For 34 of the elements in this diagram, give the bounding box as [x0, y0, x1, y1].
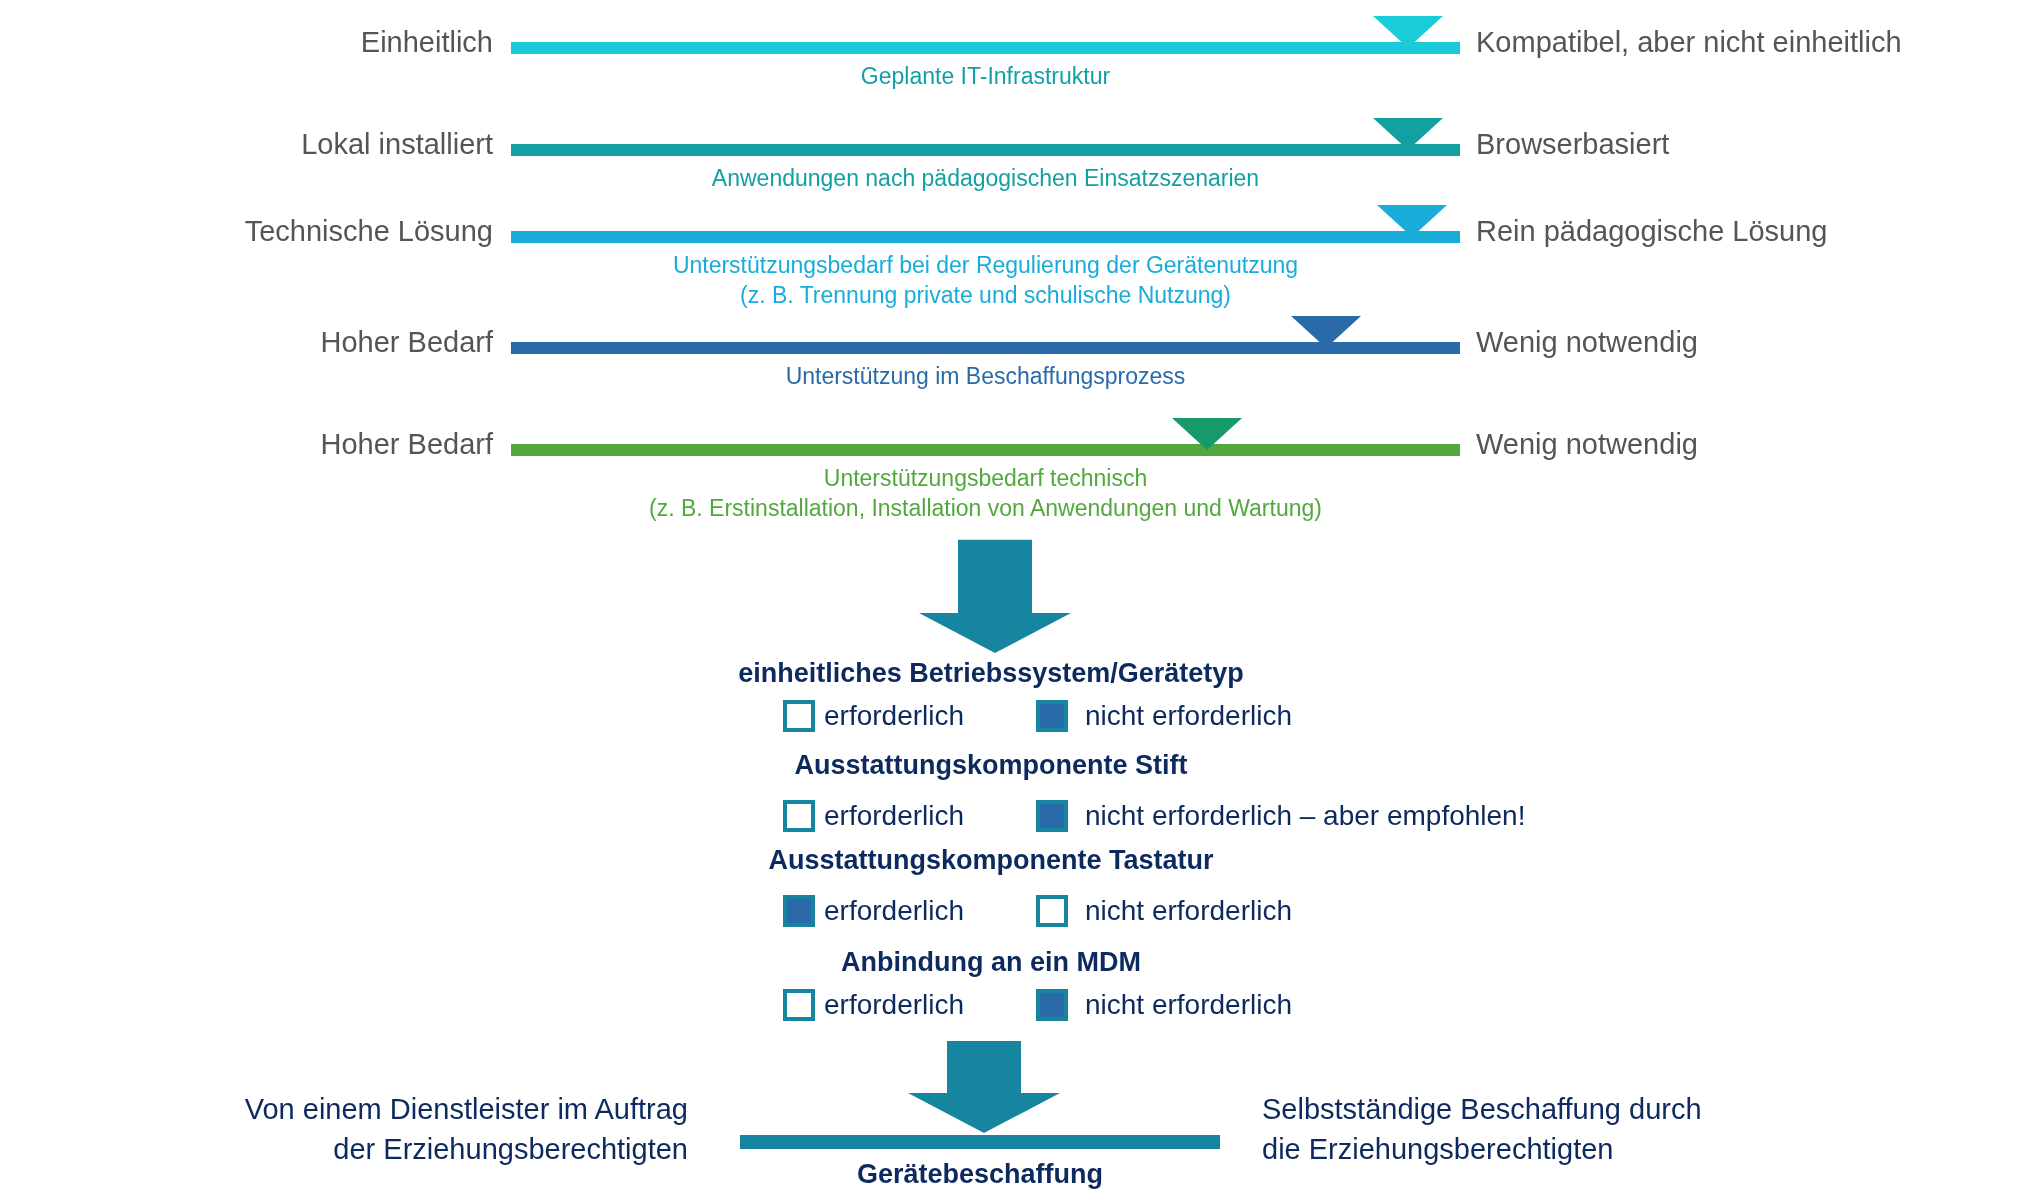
option-label: nicht erforderlich: [1085, 699, 1292, 733]
section-heading: einheitliches Betriebssystem/Gerätetyp: [737, 657, 1245, 690]
scale-caption: Unterstützung im Beschaffungsprozess: [785, 362, 1186, 391]
scale-end-label: Technische Lösung: [244, 214, 493, 249]
scale-end-label: Hoher Bedarf: [320, 325, 493, 360]
scale-end-label: Wenig notwendig: [1476, 325, 1698, 360]
scale-caption: Anwendungen nach pädagogischen Einsatzszenarien: [711, 164, 1260, 193]
scale-end-label: Lokal installiert: [301, 127, 493, 162]
scale-end-label: Einheitlich: [360, 25, 493, 60]
scale-end-label: Von einem Dienstleister im Auftrag der Erziehungsberechtigten: [243, 1092, 688, 1167]
scale-caption: Geplante IT-Infrastruktur: [860, 62, 1111, 91]
scale-caption: (z. B. Erstinstallation, Installation von Anwendungen und Wartung): [649, 493, 1322, 523]
scale-end-label: Hoher Bedarf: [320, 427, 493, 462]
scale-end-label: Kompatibel, aber nicht einheitlich: [1476, 25, 1902, 60]
scale-end-label: Wenig notwendig: [1476, 427, 1698, 462]
section-heading: Anbindung an ein MDM: [840, 946, 1142, 979]
block-arrow: [919, 539, 1071, 653]
option-label: erforderlich: [824, 894, 965, 928]
scale-end-label: Selbstständige Beschaffung durch die Erziehungsberechtigten: [1262, 1092, 1703, 1167]
scale-caption: Unterstützungsbedarf bei der Regulierung der Gerätenutzung: [672, 251, 1299, 280]
option-label: erforderlich: [824, 699, 965, 733]
block-arrow: [908, 1041, 1060, 1133]
option-label: erforderlich: [824, 988, 965, 1022]
option-label: nicht erforderlich: [1085, 894, 1292, 928]
section-heading: Ausstattungskomponente Stift: [793, 749, 1189, 782]
scale-caption: Unterstützungsbedarf technisch: [823, 464, 1148, 493]
scale-end-label: Rein pädagogische Lösung: [1476, 214, 1828, 249]
scale-caption: (z. B. Trennung private und schulische Nutzung): [740, 280, 1231, 310]
option-label: nicht erforderlich – aber empfohlen!: [1085, 799, 1526, 833]
option-label: nicht erforderlich: [1085, 988, 1292, 1022]
scale-end-label: Browserbasiert: [1476, 127, 1670, 162]
section-heading: Ausstattungskomponente Tastatur: [767, 844, 1215, 877]
scale-caption: Gerätebeschaffung: [856, 1158, 1104, 1191]
option-label: erforderlich: [824, 799, 965, 833]
